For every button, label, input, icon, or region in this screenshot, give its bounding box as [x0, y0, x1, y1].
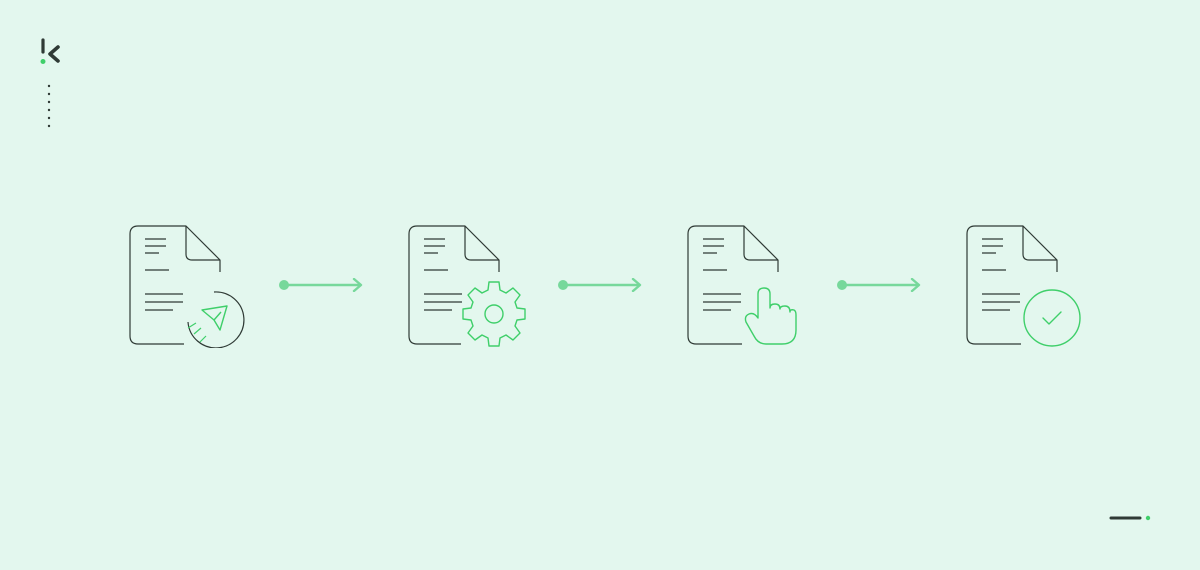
pointer-hand-icon — [744, 287, 797, 345]
step-send-document — [129, 225, 245, 348]
dash-dot-mark — [1109, 515, 1151, 521]
step-process-document — [408, 225, 526, 347]
send-icon — [187, 291, 245, 348]
document-icon — [687, 225, 779, 345]
document-icon — [966, 225, 1058, 345]
arrow-1 — [279, 278, 363, 292]
arrow-3 — [837, 278, 921, 292]
document-icon — [129, 225, 221, 345]
gear-icon — [462, 281, 526, 347]
document-icon — [408, 225, 500, 345]
step-approved-document — [966, 225, 1081, 347]
step-review-document — [687, 225, 797, 345]
dotted-divider — [47, 84, 51, 128]
arrow-2 — [558, 278, 642, 292]
check-circle-icon — [1023, 289, 1081, 347]
k-logo-icon — [40, 38, 60, 64]
